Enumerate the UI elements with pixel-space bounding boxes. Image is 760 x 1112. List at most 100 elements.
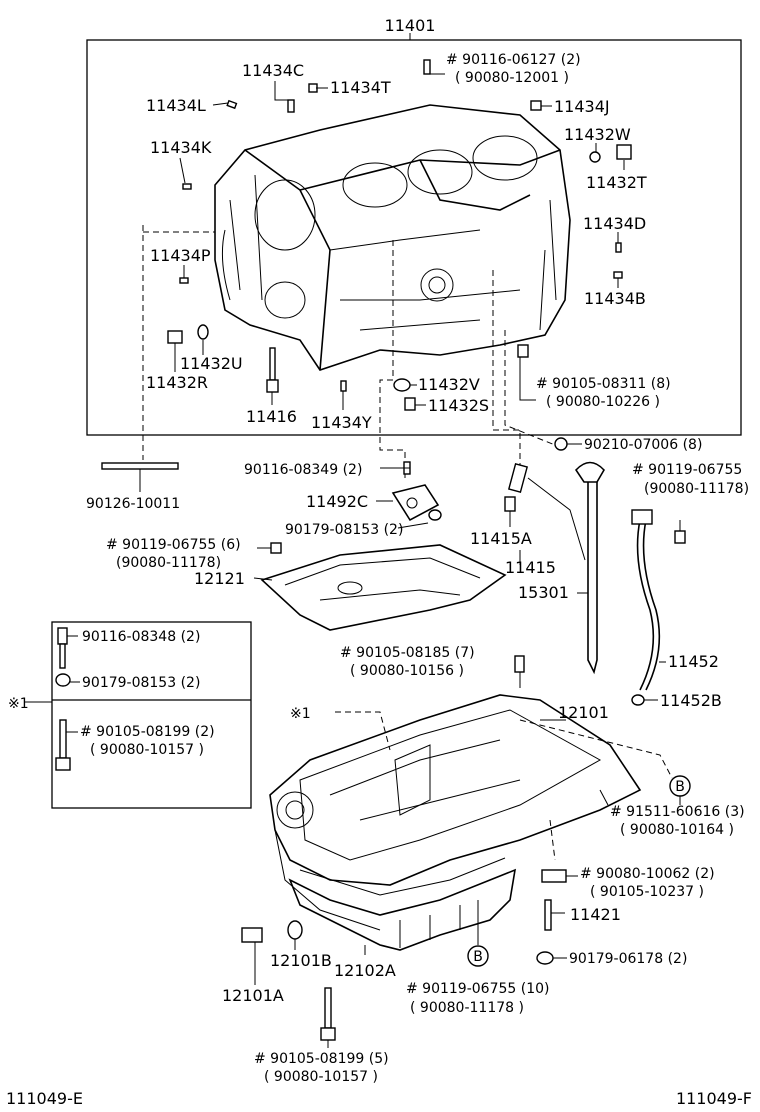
- label-11415A: 11415A: [470, 529, 532, 548]
- pin-11434C: [287, 99, 295, 113]
- dash-B: [519, 719, 673, 779]
- label-11452: 11452: [668, 652, 719, 671]
- sensor-11415: [504, 463, 586, 565]
- nut-90179-06178: [536, 951, 554, 965]
- bolt-head: [320, 1027, 336, 1041]
- label-91511-60616: # 91511-60616 (3): [610, 804, 745, 820]
- label-12121: 12121: [194, 569, 245, 588]
- plug-11432R: [167, 330, 183, 344]
- pin-11434P: [179, 277, 189, 284]
- callout-box: [24, 621, 252, 809]
- label-90119-06755-l: # 90119-06755 (6): [106, 537, 241, 553]
- gasket-12101B: [287, 920, 303, 940]
- label-12101: 12101: [558, 703, 609, 722]
- label-11432R: 11432R: [146, 373, 208, 392]
- label-11434P: 11434P: [150, 246, 211, 265]
- bolt-90105-08199: [324, 987, 332, 1029]
- label-90080-10226: ( 90080-10226 ): [546, 394, 660, 410]
- label-90119-06755-r: # 90119-06755: [632, 462, 742, 478]
- label-11421: 11421: [570, 905, 621, 924]
- label-ref-b: B: [675, 779, 685, 795]
- label-11432V: 11432V: [418, 375, 480, 394]
- label-90080-10156: ( 90080-10156 ): [350, 663, 464, 679]
- cylinder-block: [214, 104, 571, 371]
- pin-11434L: [226, 99, 238, 110]
- bolt-90105-08311: [517, 344, 529, 358]
- label-11432S: 11432S: [428, 396, 489, 415]
- label-11434C: 11434C: [242, 61, 304, 80]
- ref-circle-b2: [467, 945, 489, 967]
- stud-90126-10011: [101, 462, 179, 492]
- label-90080-10062: # 90080-10062 (2): [580, 866, 715, 882]
- label-90116-06127: # 90116-06127 (2): [446, 52, 581, 68]
- guide-11452: [631, 509, 686, 706]
- label-90116-08349: 90116-08349 (2): [244, 462, 362, 478]
- plug-11432T: [616, 144, 632, 160]
- plug-11432S: [404, 397, 416, 411]
- label-11434J: 11434J: [554, 97, 610, 116]
- stud-11416-head: [266, 379, 279, 393]
- label-11432W: 11432W: [564, 125, 631, 144]
- oil-pan-12101: [269, 655, 673, 931]
- label-90179-06178: 90179-06178 (2): [569, 951, 687, 967]
- label-11492C: 11492C: [306, 492, 368, 511]
- washer-11432U: [197, 324, 209, 340]
- plug-11434T: [308, 83, 318, 93]
- dipstick-15301: [574, 461, 605, 675]
- label-ref-1b: ※1: [290, 706, 311, 722]
- label-11434B: 11434B: [584, 289, 646, 308]
- label-ref-1: ※1: [8, 696, 29, 712]
- label-90105-10237: ( 90105-10237 ): [590, 884, 704, 900]
- label-90080-12001: ( 90080-12001 ): [455, 70, 569, 86]
- label-box-90116-08348: 90116-08348 (2): [82, 629, 200, 645]
- plug-11434J: [530, 100, 542, 111]
- label-11432U: 11432U: [180, 354, 243, 373]
- pin-11434Y: [340, 380, 347, 392]
- label-ref-b2: B: [473, 949, 483, 965]
- code-left: 111049-E: [6, 1089, 83, 1108]
- label-12101B: 12101B: [270, 951, 332, 970]
- washer-11432V: [393, 378, 411, 392]
- baffle-12121: [253, 542, 507, 631]
- label-11416: 11416: [246, 407, 297, 426]
- label-12101A: 12101A: [222, 986, 284, 1005]
- label-11434D: 11434D: [583, 214, 646, 233]
- label-box-90179-08153: 90179-08153 (2): [82, 675, 200, 691]
- label-90179-08153: 90179-08153 (2): [285, 522, 403, 538]
- pin-11434B: [613, 271, 623, 279]
- label-11434K: 11434K: [150, 138, 212, 157]
- plate-11492C: [376, 461, 442, 529]
- pin-11434K: [182, 183, 192, 190]
- label-90105-08311: # 90105-08311 (8): [536, 376, 671, 392]
- label-box-90080-10157: ( 90080-10157 ): [90, 742, 204, 758]
- oil-pan-12102A: [288, 857, 517, 955]
- label-11434L: 11434L: [146, 96, 206, 115]
- label-box-90105-08199: # 90105-08199 (2): [80, 724, 215, 740]
- label-15301: 15301: [518, 583, 569, 602]
- label-90119-06755-b: # 90119-06755 (10): [406, 981, 550, 997]
- dash-11415: [492, 270, 521, 470]
- label-90080-11178-b: ( 90080-11178 ): [410, 1000, 524, 1016]
- code-right: 111049-F: [676, 1089, 752, 1108]
- stud-11416: [269, 347, 276, 381]
- washer-90210: [554, 437, 568, 451]
- label-90105-08199-b: # 90105-08199 (5): [254, 1051, 389, 1067]
- label-block: 11401: [385, 16, 436, 35]
- drain-plug-12101A: [241, 927, 263, 943]
- dash-ref1: [335, 711, 391, 751]
- label-11434T: 11434T: [330, 78, 391, 97]
- washer-11432W: [589, 151, 601, 163]
- label-12102A: 12102A: [334, 961, 396, 980]
- label-11415: 11415: [505, 558, 556, 577]
- pin-11434D: [615, 242, 622, 253]
- label-90080-11178-r: (90080-11178): [644, 481, 749, 497]
- bolt-90080-10062: [541, 869, 567, 883]
- dash-11492C: [379, 240, 406, 480]
- label-90126-10011: 90126-10011: [86, 496, 180, 512]
- label-90080-10164: ( 90080-10164 ): [620, 822, 734, 838]
- dash-90210: [504, 330, 556, 446]
- leaders-block: [174, 73, 625, 410]
- stud-11421: [544, 899, 552, 931]
- label-90080-11178-l: (90080-11178): [116, 555, 221, 571]
